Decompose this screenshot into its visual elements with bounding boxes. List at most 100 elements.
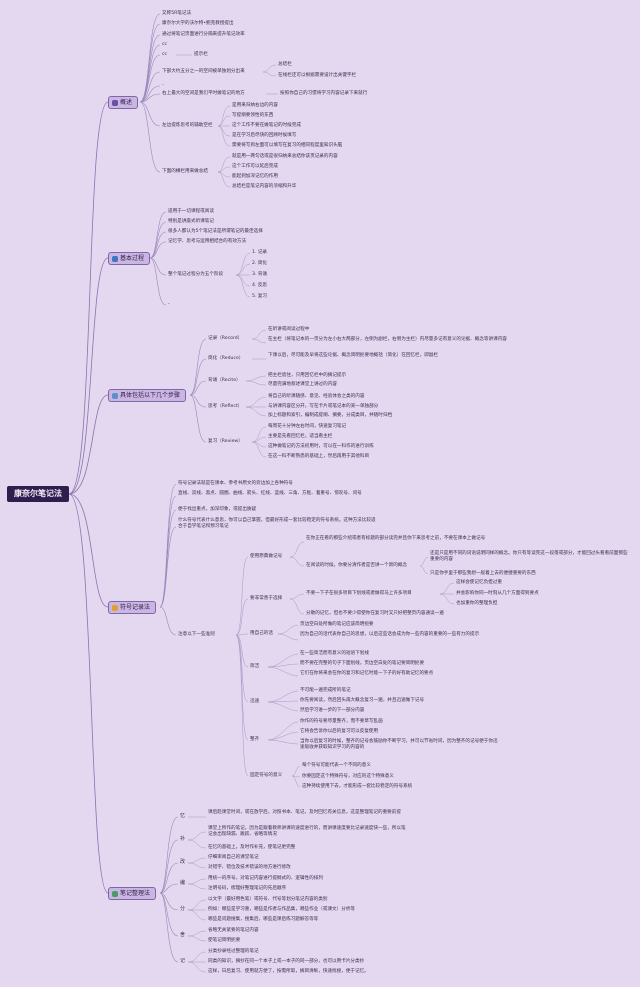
rule-detail[interactable]: 页边空白处所做的笔记应该简明扼要 [300,622,374,627]
step-label-review[interactable]: 复习（Review） [208,439,243,444]
rule-detail[interactable]: 每个符号可能代表一个不同的意义 [302,763,371,768]
rule-subdetail[interactable]: 只是你手里于那些我想一般着上去的便捷重要的东西 [430,571,536,576]
rule-label[interactable]: 迅速 [250,699,260,704]
process-item[interactable]: 记忆学、思考与运用相结合的有效方法 [168,239,247,244]
branch-symbol[interactable]: 符号记录法 [108,601,157,614]
root-node[interactable]: 康奈尔笔记法 [7,486,69,502]
branch-process[interactable]: 基本过程 [108,252,151,265]
symbol-intro[interactable]: 便于找出重点，加深印象，或提出质疑 [178,507,257,512]
process-step[interactable]: 4. 反思 [252,283,268,288]
rule-detail[interactable]: 不可能一遍完成所的笔记 [300,688,351,693]
overview-item[interactable]: 通过将笔记页面进行分隔来提升笔记效率 [162,32,245,37]
rule-label[interactable]: 整齐 [250,737,260,742]
rule-detail[interactable]: 不要一下子在很多项目下划线或者做得马上许多项目 [306,591,412,596]
organize-detail[interactable]: 哪些是问题搜集，搜集后，哪些是课后练习题解答等等 [208,917,319,922]
organize-detail[interactable]: 使笔记简明扼要 [208,938,241,943]
rule-detail[interactable]: 它将会告诉你以后的复习可以反复使用 [300,729,379,734]
step-label-reduce[interactable]: 简化（Reduce） [208,356,244,361]
branch-organize[interactable]: 笔记整理法 [108,887,157,900]
rule-subdetail[interactable]: 并会影响你同一时刻从几个方面得到要点 [456,591,539,596]
rule-label[interactable]: 固定符号的意义 [250,773,283,778]
symbol-intro[interactable]: 什么符号代表什么意思，你可以自己掌握，但最好形成一套比较稳定的符号系统。这种方法… [178,518,376,529]
step-detail[interactable]: 尽量完满地叙述课堂上讲过的内容 [268,382,337,387]
organize-label[interactable]: 舍 [180,932,186,938]
rule-subdetail[interactable]: 还是只是用不同的词语说明同样的概念。你只有等读完这一段落或部分，才能回过头看看前… [430,551,628,562]
organize-detail[interactable]: 仔细审阅自己的课堂笔记 [208,855,259,860]
step-detail[interactable]: 在主栏（将笔记本的一页分为左小右大两部分，左侧为副栏，右侧为主栏）内尽量多记有意… [268,337,507,342]
step-detail[interactable]: 这种做笔记的方法初用时，可以在一科作的进行训练 [268,444,374,449]
organize-label[interactable]: 补 [180,836,186,842]
step-detail[interactable]: 在听讲或阅读过程中 [268,327,310,332]
process-item[interactable]: 很多人都认为5个笔记法是所谓笔记的最佳选择 [168,229,263,234]
rule-detail[interactable]: 你要固定这个特殊符号，对应的这个特殊意义 [302,774,394,779]
organize-detail[interactable]: 用统一的序号，对笔记内容进行提纲式的、逻辑性的排列 [208,876,323,881]
organize-label[interactable]: 编 [180,880,186,886]
organize-detail[interactable]: 省略无关紧要的笔记内容 [208,928,259,933]
overview-left-child[interactable]: 这个工作不要在做笔记的时候完成 [232,123,301,128]
overview-item[interactable]: 左边提炼思考的辅助空栏 [162,123,213,128]
step-detail[interactable]: 每周花十分钟左右时间，快速复习笔记 [268,424,347,429]
step-label-record[interactable]: 记录（Record） [208,336,243,341]
rule-detail[interactable]: 在你正在看的那些介绍或者有标题的部分读完并且你下来思考之前，不要在课本上做记号 [306,536,486,541]
rule-subdetail[interactable]: 这样会使记忆负担过重 [456,580,502,585]
symbol-hub[interactable]: 注意以下一些准则 [178,632,215,637]
overview-bottom-child[interactable]: 总结栏 [278,62,292,67]
step-label-recite[interactable]: 背诵（Recite） [208,378,241,383]
overview-summary-child[interactable]: 这个工作可以延后完成 [232,164,278,169]
step-detail[interactable]: 在这一科不断熟悉的基础上，然后再用于其他科目 [268,454,370,459]
overview-item[interactable]: 下面的横栏用来做总结 [162,169,208,174]
step-detail[interactable]: 与讲课内容区分开，写在卡片或笔记本的某一单独部分 [268,404,379,409]
overview-bottom-child[interactable]: 在线栏还可以根据需要设计出关键字栏 [278,73,357,78]
overview-item[interactable]: cc [162,52,168,57]
rule-detail[interactable]: 而不要在完整的句子下面划线，页边空白处的笔记要简明扼要 [300,661,425,666]
organize-detail[interactable]: 这样，日后复习、使用就方便了，按需所取，摘目清晰，快速找搜，便于记忆。 [208,969,369,974]
step-label-reflect[interactable]: 思考（Reflect） [208,404,243,409]
rule-detail[interactable]: 在一些简洁而有意义的短语下划线 [300,651,369,656]
organize-label[interactable]: 记 [180,958,186,964]
overview-item[interactable]: cc [162,42,168,47]
rule-detail[interactable]: 它们在你将来会在你的复习和记忆时能一下子的好有助记忆的要点 [300,671,434,676]
step-detail[interactable]: 把主栏遮住，只用回忆栏中的摘记提示 [268,373,347,378]
overview-item[interactable]: 康奈尔大学的沃尔特•鲍克教授提出 [162,21,234,26]
rule-label[interactable]: 简洁 [250,664,260,669]
process-step[interactable]: 2. 简化 [252,261,268,266]
symbol-intro[interactable]: 符号记录法就是在课本、参考书原文的旁边加上各种符号 [178,481,293,486]
rule-detail[interactable]: 因为自己的话代表你自己的思想，以后这些话会成为你一些内容的重要的一些有力的提示 [300,632,480,637]
branch-overview[interactable]: 概述 [108,96,139,109]
overview-item[interactable]: 右上最大的空间是我们平时做笔记的地方 [162,91,245,96]
rule-label[interactable]: 使用原典做记号 [250,554,283,559]
overview-left-child[interactable]: 是用来归纳右边的内容 [232,103,278,108]
organize-detail[interactable]: 对错字、错位及技术错误的地方进行修改 [208,865,291,870]
organize-detail[interactable]: 同类的知识，摘抄在同一个本子上或一本子的同一部分，也可以用卡片分类抄 [208,959,365,964]
process-item[interactable]: 整个笔记过程分为五个阶段 [168,272,224,277]
process-item[interactable]: 特别是讲座式听课笔记 [168,219,214,224]
overview-summary-child[interactable]: 能起到加深记忆的作用 [232,174,278,179]
process-step[interactable]: 5. 复习 [252,294,268,299]
rule-subdetail[interactable]: 也加重你的整理负担 [456,601,498,606]
organize-label[interactable]: 改 [180,859,186,865]
rule-label[interactable]: 要非常善于选择 [250,596,283,601]
overview-left-child[interactable]: 写提纲要领性的东西 [232,113,274,118]
organize-detail[interactable]: 在忆的基础上，及时作补充，使笔记更完整 [208,845,296,850]
organize-detail[interactable]: 课堂上所作的笔记，因为是跟着教师讲课的速度进行的，而讲课速度要比记录速度快一些，… [208,826,406,837]
organize-label[interactable]: 分 [180,906,186,912]
overview-left-child[interactable]: 是在学习后尽快的回顾时候填写 [232,133,297,138]
step-detail[interactable]: 下课以后，尽可能及早将这些论据、概念简明扼要地概括（简化）在回忆栏，即副栏 [268,353,438,358]
overview-summary-child[interactable]: 总结栏是笔记内容的浓缩和升华 [232,184,297,189]
overview-left-child[interactable]: 需要将写到左面可以填写在复习的相同程度里知识头脑 [232,143,343,148]
rule-detail[interactable]: 这种持续使用下去，才能形成一套比较稳定的符号系统 [302,784,413,789]
organize-detail[interactable]: 以文字（最好用色笔）或符号、代号等划分笔记内容的类别 [208,897,328,902]
step-detail[interactable]: 将自己的听课随感、意见、经验体会之类的内容 [268,394,365,399]
overview-summary-child[interactable]: 就是用一两句话或是很归纳来总结你该页记录的内容 [232,154,338,159]
branch-steps[interactable]: 具体包括以下几个步骤 [108,389,187,402]
rule-detail[interactable]: 分散的记忆，但也不要少得使你在复习时又只好把整页内容通读一遍 [306,611,444,616]
rule-detail[interactable]: 你先要阅读，然后回头再大概念复习一遍，并且迅速做下记号 [300,698,425,703]
step-detail[interactable]: 主要是先看回忆栏，适当看主栏 [268,434,333,439]
rule-label[interactable]: 用自己的话 [250,631,273,636]
overview-cc-child[interactable]: 提示栏 [194,52,208,57]
step-detail[interactable]: 加上标题和索引，编制成提纲、摘要，分成类目，并随时归档 [268,413,393,418]
overview-right-child[interactable]: 按照你自己的习惯将学习内容记录下来就行 [280,91,368,96]
symbol-intro[interactable]: 直线、双线、黑点、圆圈、曲线、箭头、红线、蓝线、三角、方框、着重号、惊叹号、问号 [178,491,362,496]
rule-detail[interactable]: 当你以后复习的时候，整齐的记号会鼓励你不断学习，并可以节省时间，因为整齐的记号便… [300,739,498,750]
overview-item[interactable]: 下部大约五分之一的空间被单独划分出来 [162,69,245,74]
